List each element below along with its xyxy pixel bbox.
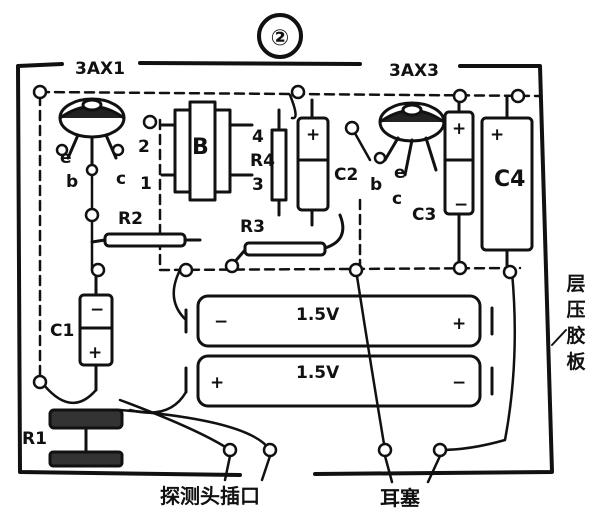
battery-1-plus: + [452, 314, 466, 334]
label-c1: C1 [50, 321, 74, 341]
c1-plus: + [88, 343, 102, 363]
battery-2-voltage: 1.5V [296, 363, 340, 383]
wires [38, 93, 517, 452]
pin-b-right: b [370, 175, 382, 195]
label-r4: R4 [250, 151, 275, 171]
c3-plus: + [452, 119, 466, 139]
battery-1 [184, 294, 494, 348]
label-c4: C4 [494, 167, 525, 192]
label-3ax3: 3AX3 [389, 61, 439, 81]
board-outline [16, 61, 554, 477]
resistor-r4 [270, 108, 288, 217]
pin-3: 3 [252, 175, 264, 195]
c3-minus: − [454, 195, 468, 215]
side-label-char-2: 压 [566, 299, 585, 321]
capacitor-c3 [443, 94, 475, 270]
label-leaders [223, 454, 442, 484]
pin-e-right: e [394, 163, 406, 183]
battery-2-minus: − [452, 373, 466, 393]
label-r2: R2 [118, 209, 143, 229]
side-label-char-3: 胶 [566, 324, 585, 347]
label-c3: C3 [412, 205, 436, 225]
pin-4: 4 [252, 127, 264, 147]
pin-c-left: c [116, 169, 126, 189]
pin-2: 2 [138, 137, 150, 157]
capacitor-c2 [296, 98, 330, 227]
transformer-b [160, 100, 254, 202]
battery-2-plus: + [210, 373, 224, 393]
c1-minus: − [90, 300, 104, 320]
side-label: 层 压 胶 板 [566, 273, 586, 373]
transistor-3ax1 [58, 97, 126, 172]
label-r3: R3 [240, 217, 265, 237]
pin-c-right: c [392, 189, 402, 209]
figure-number-text: ② [271, 26, 290, 51]
battery-2 [184, 354, 494, 408]
pin-b-left: b [66, 172, 78, 192]
pin-e-left: e [60, 148, 72, 168]
side-label-pointer [551, 329, 567, 346]
terminals [32, 84, 526, 458]
battery-1-minus: − [214, 312, 228, 332]
label-r1: R1 [22, 429, 47, 449]
capacitor-c1 [78, 268, 114, 392]
c2-plus: + [306, 125, 320, 145]
figure-number: ② [257, 13, 303, 59]
side-label-char-4: 板 [566, 350, 586, 373]
potentiometer-r1 [48, 408, 124, 468]
c4-plus: + [490, 125, 504, 145]
transistor-3ax3 [378, 101, 446, 177]
label-earphone: 耳塞 [380, 486, 421, 510]
label-probe-socket: 探测头插口 [160, 484, 260, 508]
resistor-r2 [90, 232, 202, 248]
battery-1-voltage: 1.5V [296, 305, 340, 325]
side-label-char-1: 层 [566, 273, 585, 295]
label-3ax1: 3AX1 [75, 59, 125, 79]
pin-1: 1 [140, 174, 152, 194]
label-c2: C2 [334, 165, 358, 185]
label-b: B [192, 135, 209, 160]
